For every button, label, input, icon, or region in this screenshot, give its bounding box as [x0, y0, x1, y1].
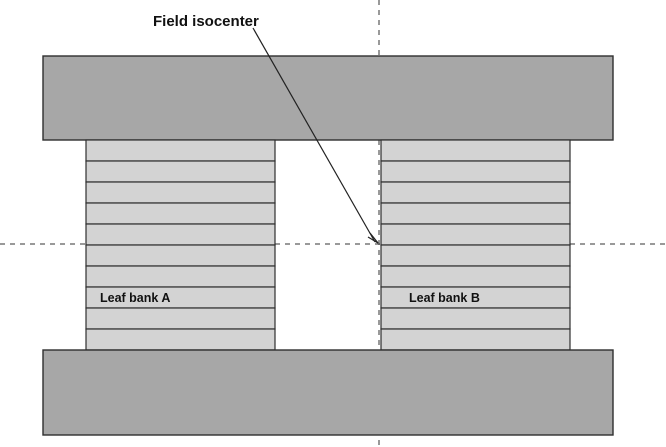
top-jaw — [42, 55, 614, 141]
leaf-b-4 — [380, 202, 571, 225]
leaf-b-1 — [380, 139, 571, 162]
leaf-bank-a-label: Leaf bank A — [100, 291, 170, 305]
leaf-bank-a — [85, 139, 276, 351]
leaf-b-7 — [380, 265, 571, 288]
leaf-bank-b — [380, 139, 571, 351]
leaf-b-10 — [380, 328, 571, 351]
bottom-jaw — [42, 349, 614, 436]
leaf-b-2 — [380, 160, 571, 183]
leaf-a-4 — [85, 202, 276, 225]
isocenter-arrowhead — [367, 232, 379, 244]
leaf-b-5 — [380, 223, 571, 246]
leaf-a-7 — [85, 265, 276, 288]
leaf-a-6 — [85, 244, 276, 267]
leaf-b-3 — [380, 181, 571, 204]
isocenter-pointer-line — [252, 27, 376, 243]
leaf-a-5 — [85, 223, 276, 246]
leaf-a-10 — [85, 328, 276, 351]
leaf-a-9 — [85, 307, 276, 330]
leaf-b-6 — [380, 244, 571, 267]
leaf-a-2 — [85, 160, 276, 183]
leaf-a-3 — [85, 181, 276, 204]
leaf-a-1 — [85, 139, 276, 162]
isocenter-label: Field isocenter — [153, 13, 259, 30]
leaf-b-9 — [380, 307, 571, 330]
leaf-bank-b-label: Leaf bank B — [409, 291, 480, 305]
